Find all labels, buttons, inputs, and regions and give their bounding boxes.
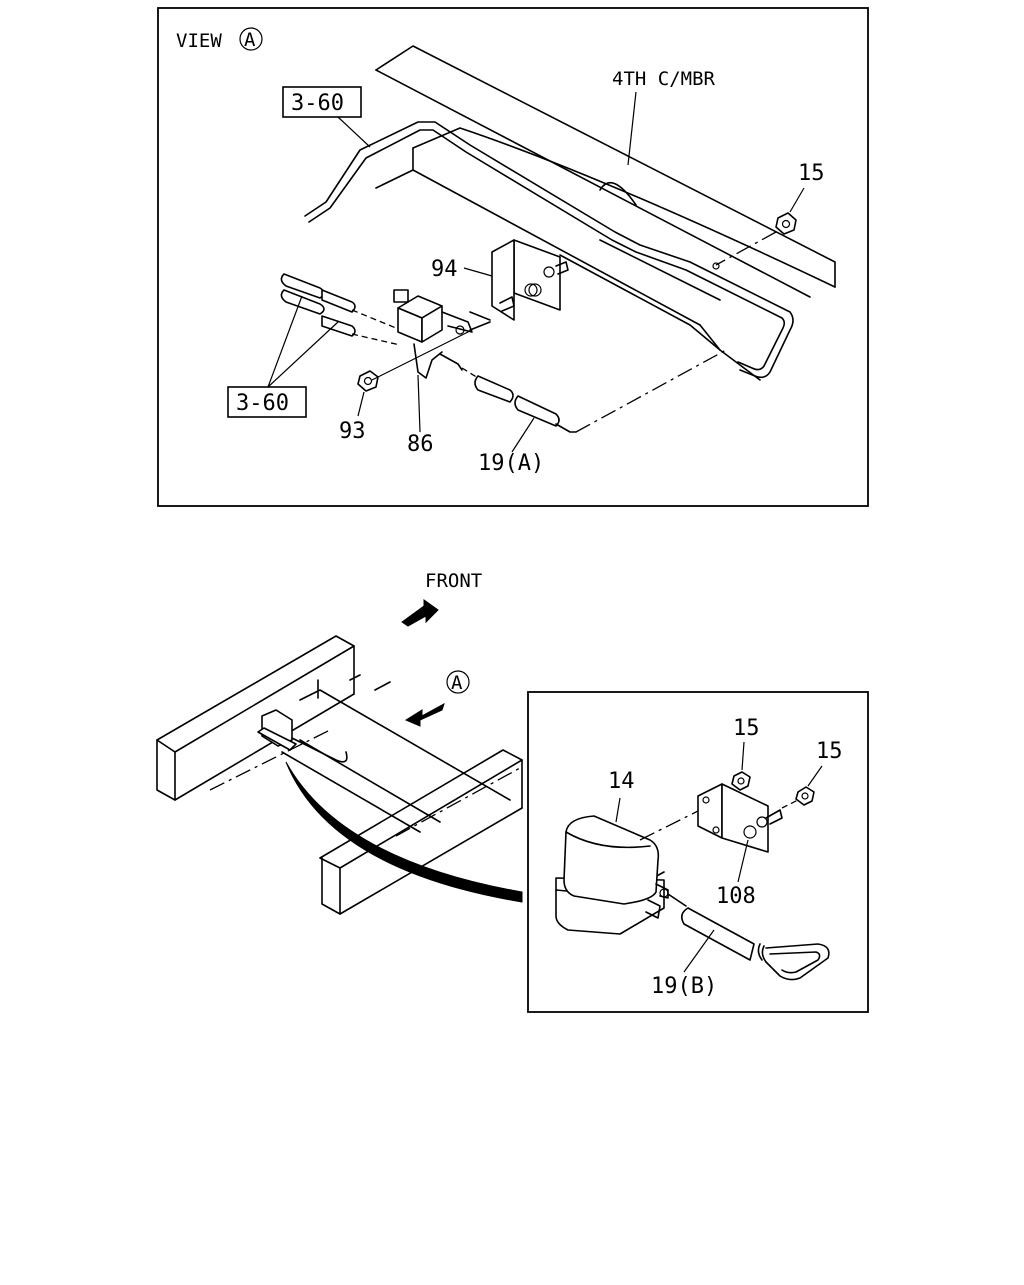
frame-rails [156, 635, 523, 915]
label-108: 108 [716, 884, 756, 909]
leader-93 [357, 391, 365, 417]
vsv-86-icon [393, 289, 491, 379]
ref-bottom-leader-2 [267, 321, 339, 388]
canister-14-icon [555, 815, 669, 935]
label-14: 14 [608, 769, 635, 794]
detail-bracket-icon [697, 783, 783, 853]
ref-box-bottom [227, 386, 307, 418]
member-label: 4TH C/MBR [612, 68, 716, 90]
center-line-15b [781, 799, 799, 809]
label-15-top: 15 [798, 161, 825, 186]
callout-swoosh [285, 761, 523, 903]
hose-19a [461, 349, 727, 433]
overview-panel: FRONT A [156, 570, 523, 915]
nut-15-icon [775, 212, 797, 235]
view-a-marker: A [446, 670, 470, 694]
view-a-frame [157, 7, 869, 507]
front-label: FRONT [425, 570, 482, 592]
svg-text:A: A [451, 672, 463, 694]
leader-19a [511, 417, 535, 453]
ref-box-top [282, 86, 362, 118]
label-86: 86 [407, 432, 434, 457]
nut-93-icon [357, 370, 379, 392]
view-arrow-icon [404, 702, 445, 727]
nut-15a-icon [731, 771, 751, 791]
label-93: 93 [339, 419, 366, 444]
label-15b: 15 [816, 739, 843, 764]
label-19a: 19(A) [478, 451, 544, 476]
label-15a: 15 [733, 716, 760, 741]
view-a-panel: VIEW A 4TH C/MBR 3-60 [157, 7, 869, 507]
leader-15b [807, 765, 823, 787]
leader-94 [463, 267, 493, 277]
center-line-15 [715, 231, 777, 266]
leader-86 [417, 374, 421, 433]
vacuum-pipe [304, 121, 794, 379]
stud-line [371, 329, 473, 381]
nut-15b-icon [795, 786, 815, 806]
bolt-hole [712, 262, 720, 270]
leader-14 [615, 797, 621, 823]
leader-19b [683, 929, 715, 973]
view-label: VIEW [176, 30, 222, 52]
center-line-14 [639, 809, 701, 841]
view-circle-marker: A [239, 27, 263, 51]
leader-108 [737, 839, 749, 883]
bracket-94-icon [491, 239, 569, 321]
ref-bottom-leader-1 [267, 295, 303, 388]
label-19b: 19(B) [651, 974, 717, 999]
detail-panel: 14 15 15 108 [527, 691, 869, 1013]
ref-top-label: 3-60 [291, 91, 344, 116]
hose-19b [667, 893, 830, 981]
leader-15a [741, 741, 745, 771]
front-arrow-icon [401, 599, 439, 627]
svg-text:A: A [244, 29, 256, 51]
leader-15-top [789, 187, 805, 213]
overview-component-icon [257, 709, 348, 763]
member-leader [627, 91, 637, 166]
label-94: 94 [431, 257, 458, 282]
cross-member [375, 45, 836, 381]
detail-frame [527, 691, 869, 1013]
ref-bottom-label: 3-60 [236, 391, 289, 416]
hoses-left [280, 273, 401, 346]
ref-top-leader [337, 116, 371, 148]
